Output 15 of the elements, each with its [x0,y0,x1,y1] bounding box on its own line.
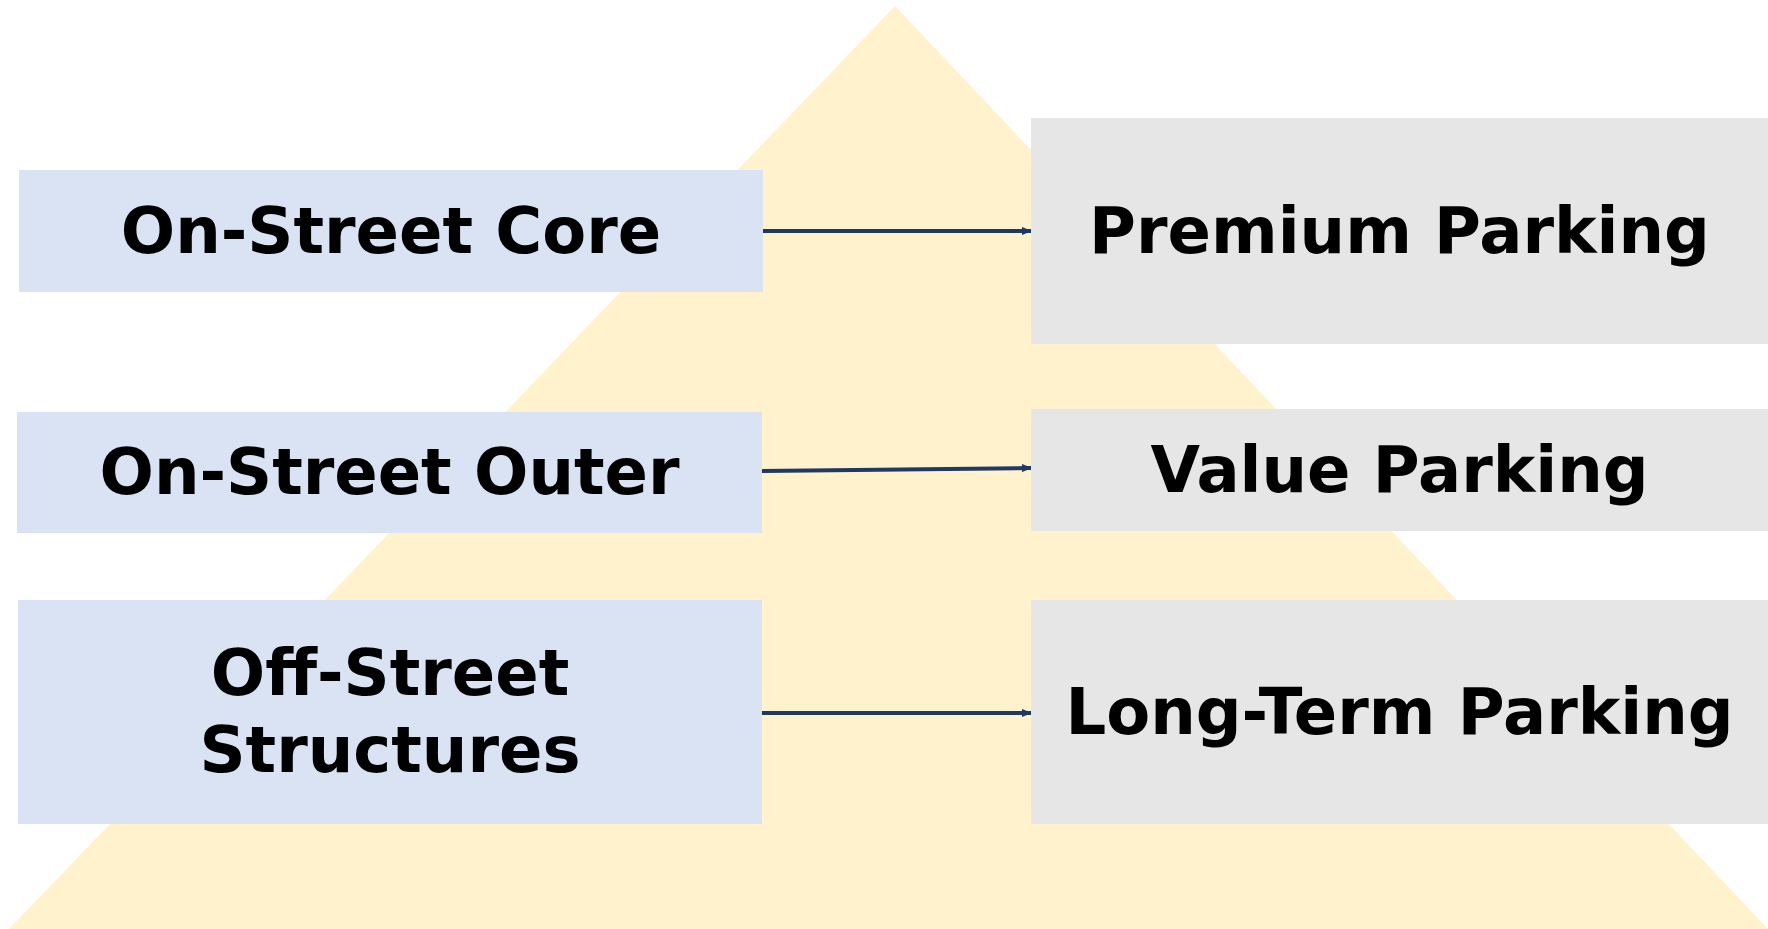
category-box [18,600,762,824]
category-box [1031,409,1768,531]
category-box [17,412,762,533]
box-label: On-Street Outer [99,434,680,511]
box-label: Value Parking [1150,431,1649,509]
category-box [19,170,763,292]
category-box [1031,118,1768,344]
arrow [762,709,1032,717]
box-label: Off-Street Structures [198,635,582,789]
box-label: Premium Parking [1089,192,1710,270]
arrow [761,464,1032,473]
box-label: Long-Term Parking [1065,673,1734,751]
arrow [763,227,1032,235]
box-label: On-Street Core [120,192,662,270]
category-box [1031,600,1768,824]
